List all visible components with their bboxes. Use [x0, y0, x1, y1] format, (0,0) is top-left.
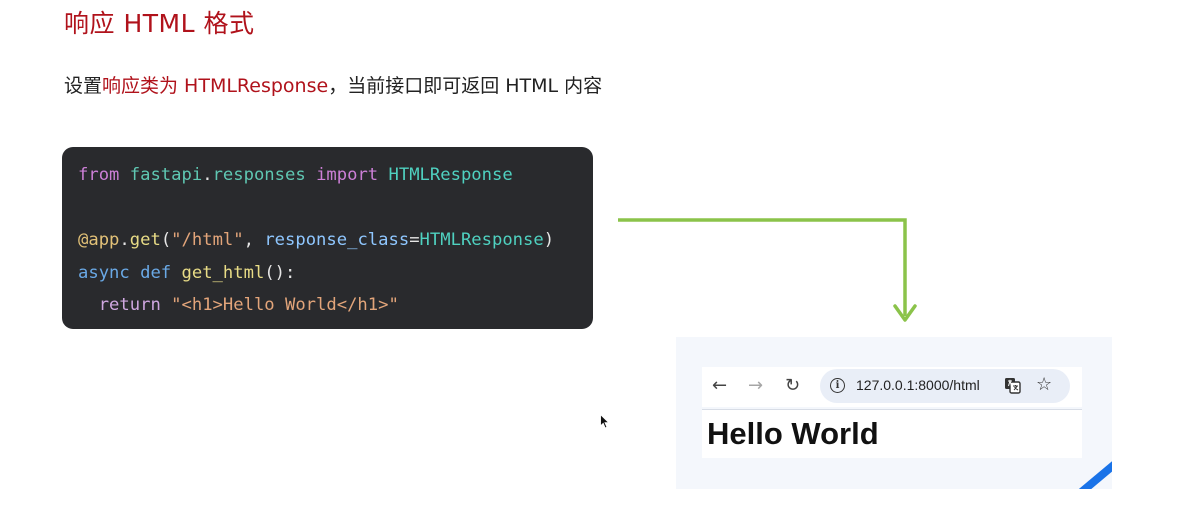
- code-token: fastapi: [129, 165, 203, 185]
- section-heading: 响应 HTML 格式: [64, 9, 255, 38]
- code-token: async: [78, 262, 130, 283]
- description-suffix: ，当前接口即可返回 HTML 内容: [328, 75, 603, 97]
- code-block: from fastapi.responses import HTMLRespon…: [62, 147, 593, 329]
- bookmark-star-icon[interactable]: ☆: [1036, 374, 1053, 395]
- mouse-cursor-icon: [600, 414, 610, 429]
- code-token: ():: [264, 262, 296, 283]
- toolbar-divider: [702, 409, 1082, 410]
- back-arrow-icon[interactable]: ←: [712, 375, 728, 396]
- reload-icon[interactable]: ↻: [785, 375, 801, 396]
- code-token: =: [409, 230, 420, 251]
- code-token: import: [316, 165, 379, 185]
- code-token: def: [140, 262, 172, 283]
- code-token: ,: [243, 230, 265, 251]
- description-highlight: 响应类为 HTMLResponse: [102, 75, 329, 97]
- info-icon[interactable]: i: [830, 378, 845, 393]
- description-text: 设置响应类为 HTMLResponse，当前接口即可返回 HTML 内容: [64, 71, 602, 98]
- code-token: get_html: [181, 262, 265, 283]
- browser-toolbar: ← → ↻ i 127.0.0.1:8000/html ☆: [702, 367, 1082, 407]
- code-token: get: [129, 230, 161, 251]
- code-token: @app: [78, 230, 120, 251]
- page-heading: Hello World: [707, 416, 879, 451]
- code-line-5: return "<h1>Hello World</h1>": [78, 289, 593, 322]
- forward-arrow-icon[interactable]: →: [748, 375, 764, 396]
- arrow-line: [618, 218, 907, 316]
- code-token: response_class: [264, 230, 410, 251]
- code-line-3: @app.get("/html", response_class=HTMLRes…: [78, 224, 593, 257]
- code-token: from: [78, 165, 120, 185]
- code-token: "/html": [171, 230, 244, 251]
- browser-screenshot: ← → ↻ i 127.0.0.1:8000/html ☆ Hello Worl…: [676, 337, 1112, 489]
- code-token: HTMLResponse: [388, 165, 513, 185]
- code-token: .: [202, 165, 213, 185]
- url-text[interactable]: 127.0.0.1:8000/html: [856, 377, 980, 393]
- code-token: "<h1>Hello World</h1>": [171, 295, 399, 316]
- code-token: responses: [212, 165, 306, 185]
- code-line-1: from fastapi.responses import HTMLRespon…: [78, 159, 593, 192]
- code-line-4: async def get_html():: [78, 257, 593, 290]
- code-token: HTMLResponse: [419, 230, 544, 251]
- corner-accent: [1075, 459, 1112, 489]
- arrow-head: [893, 304, 917, 322]
- address-bar[interactable]: i 127.0.0.1:8000/html ☆: [820, 369, 1070, 403]
- translate-icon[interactable]: [1004, 377, 1021, 394]
- description-prefix: 设置: [64, 75, 103, 97]
- code-token: return: [98, 295, 161, 316]
- page-content: Hello World: [702, 410, 1082, 458]
- code-token: (: [160, 230, 172, 251]
- code-token: .: [119, 230, 130, 251]
- code-token: ): [543, 230, 555, 251]
